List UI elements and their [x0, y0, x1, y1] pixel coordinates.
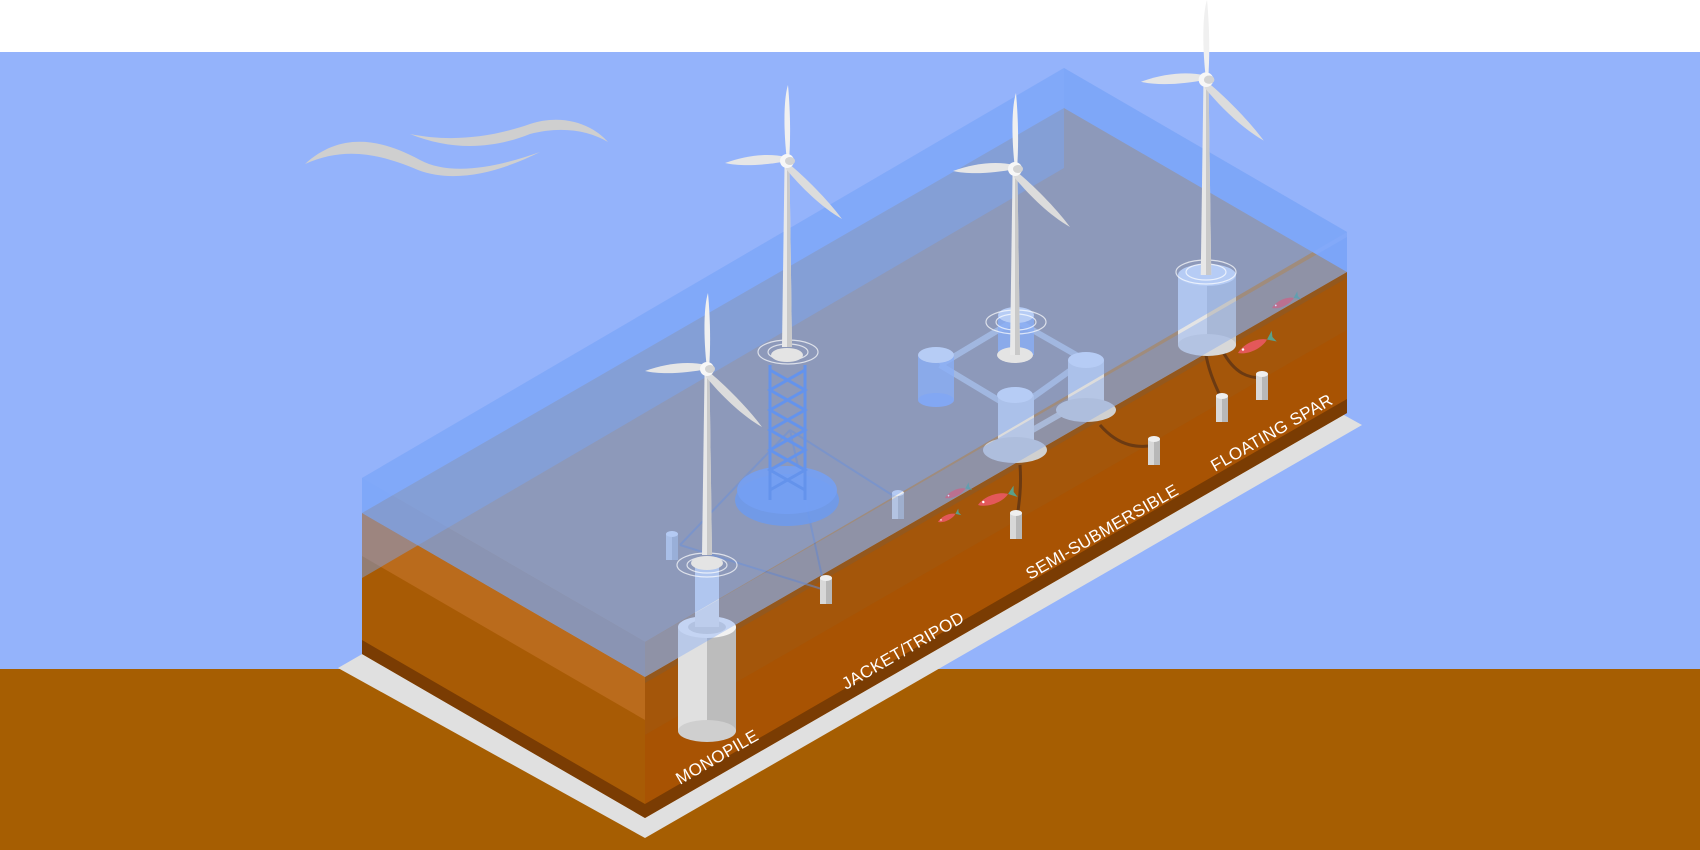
cloud-icon	[305, 119, 608, 177]
wind-turbine-icon	[645, 0, 1264, 570]
water-volume	[362, 68, 1347, 677]
water-top	[362, 68, 1347, 642]
